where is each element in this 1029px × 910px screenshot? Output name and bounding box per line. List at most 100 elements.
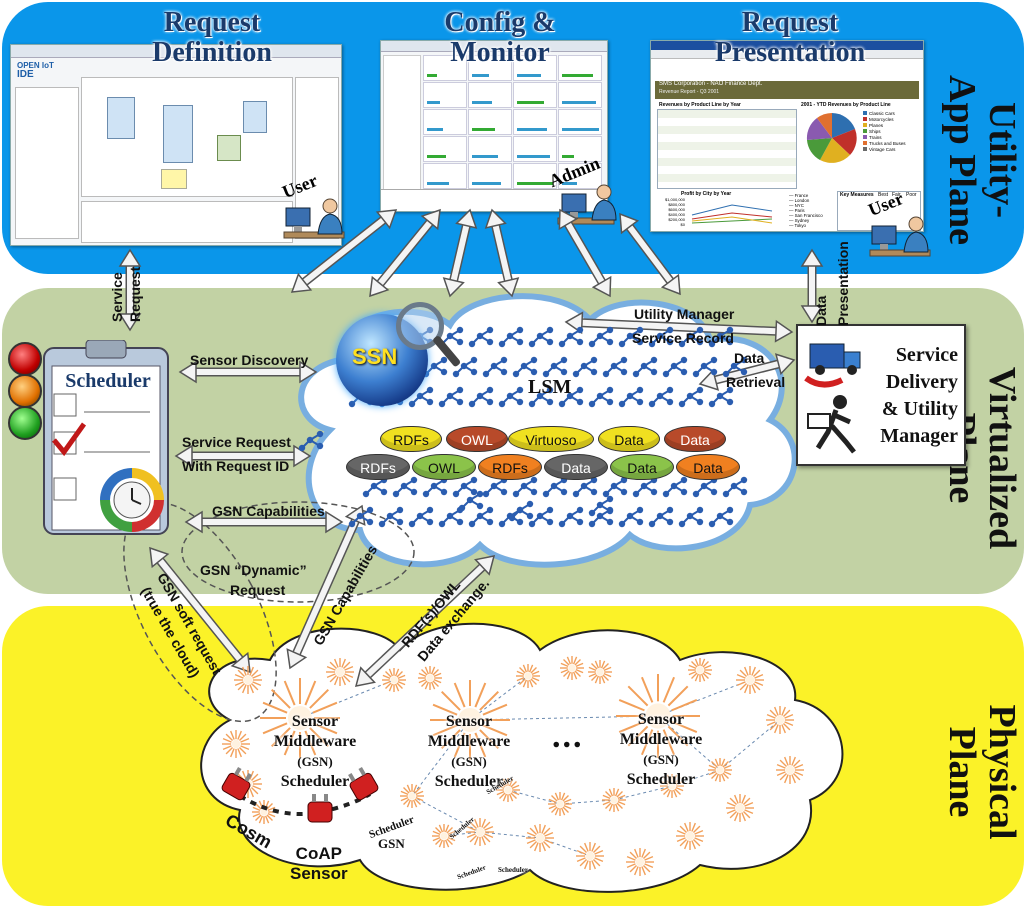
line-legend-item: — San Francisco — [789, 213, 823, 218]
user-right: User — [865, 188, 936, 260]
admin-user: Admin — [546, 153, 618, 228]
middleware-3[interactable]: Sensor Middleware (GSN) Scheduler — [606, 710, 716, 790]
mw1-l1: Sensor — [291, 713, 339, 730]
line-chart-yticks: $1,000,000$800,000$600,000$400,000$200,0… — [655, 197, 685, 227]
monitor-panel — [468, 55, 512, 81]
mw1-l2: Middleware — [273, 733, 357, 750]
traffic-lights — [6, 340, 42, 440]
mw2-l2: Middleware — [427, 733, 511, 750]
monitor-panel — [558, 163, 602, 189]
ssn-globe[interactable]: SSN — [330, 302, 462, 416]
line-legend-item: — France — [789, 193, 809, 198]
arrow-fill-7 — [361, 560, 489, 682]
gsn-capabilities-label: GSN Capabilities — [212, 503, 325, 519]
arrow-head-0-0 — [118, 248, 142, 267]
request-definition-line2: Definition — [152, 37, 272, 68]
monitor-panel — [513, 55, 557, 81]
mw3-l3: (GSN) — [643, 752, 679, 767]
monitor-panel — [468, 163, 512, 189]
arrow-head-3-0 — [174, 444, 193, 468]
monitor-panel — [558, 82, 602, 108]
key-measures-label: Key Measures — [840, 192, 874, 198]
mw1-l3: (GSN) — [297, 754, 333, 769]
sd-line1: Service — [895, 344, 958, 366]
retrieval-label: Retrieval — [726, 374, 786, 390]
storage-disk: Data — [610, 454, 674, 480]
monitor-panel — [423, 136, 467, 162]
storage-disk: Data — [544, 454, 608, 480]
request-presentation-label: Request Presentation — [680, 8, 900, 68]
line-legend-item: — Tokyo — [789, 223, 806, 228]
orange-light-icon — [8, 374, 42, 408]
presentation-screenshot[interactable]: SMS Corporation - NAO Finance Dept. Reve… — [650, 40, 924, 232]
line-ytick: $1,000,000 — [664, 197, 685, 202]
line-legend-item: — NYC — [789, 203, 804, 208]
arrow-fill-14 — [562, 217, 608, 289]
arrow-head-12-1 — [442, 277, 465, 298]
arrow-fill-6 — [291, 513, 361, 661]
arrow-head-10-0 — [375, 209, 398, 230]
line-ytick: $400,000 — [668, 212, 685, 217]
data-label: Data — [734, 350, 765, 366]
arrow-fill-12 — [449, 219, 471, 287]
user-right-workstation-icon — [869, 216, 931, 257]
arrow-fill-8 — [575, 319, 783, 335]
request-presentation-line1: Request — [741, 7, 839, 38]
arrow-fill-11 — [373, 215, 437, 291]
arrow-head-9-1 — [774, 353, 796, 376]
with-request-id-label: With Request ID — [182, 458, 290, 474]
middleware-1[interactable]: Sensor Middleware (GSN) Scheduler — [260, 712, 370, 792]
service-request-vertical-line1: Service — [109, 272, 125, 322]
pie-legend-item: Vintage Cars — [863, 147, 921, 153]
line-ytick: $600,000 — [668, 207, 685, 212]
legend-poor: Poor — [906, 192, 917, 198]
request-definition-line1: Request — [163, 7, 261, 38]
profit-line-chart — [691, 204, 773, 224]
sensor-plugs — [221, 766, 379, 823]
arrow-head-7-1 — [474, 555, 496, 576]
scheduler-clipboard[interactable]: Scheduler — [40, 340, 174, 536]
arrow-head-0-1 — [118, 313, 142, 332]
line-legend-item: — Paris — [789, 208, 805, 213]
sd-line4: Manager — [880, 425, 958, 447]
config-monitor-line1: Config & — [444, 7, 556, 38]
pie-legend-item: Ships — [863, 129, 921, 135]
middleware-2[interactable]: Sensor Middleware (GSN) Scheduler — [414, 712, 524, 792]
pie-legend-item: Motorcycles — [863, 117, 921, 123]
small-gsn-label: GSN — [378, 836, 405, 851]
config-monitor-label: Config & Monitor — [400, 8, 600, 68]
arrow-head-8-1 — [774, 319, 794, 343]
monitor-panel — [468, 109, 512, 135]
scheduler-label: Scheduler — [65, 370, 151, 392]
monitor-panel — [513, 136, 557, 162]
line-legend: — France— London— NYC— Paris— San Franci… — [789, 193, 835, 228]
mw3-l4: Scheduler — [626, 771, 696, 788]
arrow-fill-5 — [153, 553, 247, 667]
monitor-panel — [423, 109, 467, 135]
arrow-head-2-1 — [299, 360, 318, 384]
pie-legend-item: Planes — [863, 123, 921, 129]
monitor-panel — [423, 163, 467, 189]
green-light-icon — [8, 406, 42, 440]
monitor-screenshot[interactable] — [380, 40, 608, 212]
courier-icon — [807, 395, 856, 454]
monitor-panel — [423, 82, 467, 108]
node-scheduler-3: Scheduler — [498, 866, 528, 874]
ellipsis-label: ... — [552, 718, 584, 755]
mw3-l1: Sensor — [637, 711, 685, 728]
monitor-panel — [513, 109, 557, 135]
gsn-dynamic-label: GSN “Dynamic” — [200, 562, 307, 578]
pie-chart-title: 2001 - YTD Revenues by Product Line — [801, 102, 891, 108]
profit-chart-title: Profit by City by Year — [681, 191, 732, 197]
line-legend-item: — Sydney — [789, 218, 810, 223]
gsn-dynamic-request-label: Request — [230, 582, 286, 598]
monitor-panel — [468, 82, 512, 108]
ide-screenshot[interactable]: OPEN IoT IDE — [10, 44, 342, 246]
arrow-head-11-0 — [420, 208, 441, 231]
ide-logo-line2: IDE — [17, 69, 34, 80]
storage-disk: OWL — [412, 454, 476, 480]
plug-icon-3 — [348, 766, 379, 801]
coap-sensor-label: CoAP Sensor — [290, 844, 348, 884]
service-delivery-box[interactable]: Service Delivery & Utility Manager — [796, 324, 966, 466]
